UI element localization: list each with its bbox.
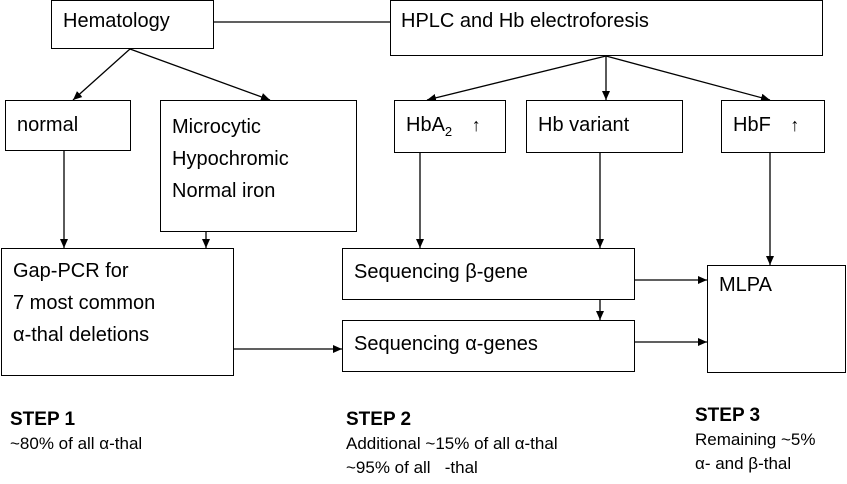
microcytic-line-1: Microcytic bbox=[172, 116, 261, 138]
hematology-label: Hematology bbox=[63, 10, 170, 32]
step-1-line-1: ~80% of all α-thal bbox=[10, 434, 143, 453]
mlpa-label: MLPA bbox=[719, 274, 772, 296]
step-2-title: STEP 2 bbox=[346, 409, 412, 430]
hb-variant-box: Hb variant bbox=[526, 100, 683, 153]
step-1-title: STEP 1 bbox=[10, 409, 76, 430]
seq-alpha-label: Sequencing α-genes bbox=[354, 333, 538, 355]
hba2-box: HbA2 ↑ bbox=[394, 100, 506, 153]
hbf-label: HbF bbox=[733, 114, 771, 136]
step-3-line-1: Remaining ~5% bbox=[695, 430, 816, 449]
up-arrow-icon: ↑ bbox=[471, 115, 481, 135]
normal-label: normal bbox=[17, 114, 79, 136]
seq-alpha-box: Sequencing α-genes bbox=[342, 320, 635, 372]
hba2-subscript: 2 bbox=[444, 124, 453, 139]
step-2-line-2: ~95% of all -thal bbox=[346, 458, 478, 477]
step-2-caption: STEP 2 Additional ~15% of all α-thal ~95… bbox=[346, 408, 558, 480]
step-3-line-2: α- and β-thal bbox=[695, 454, 792, 473]
step-2-line-1: Additional ~15% of all α-thal bbox=[346, 434, 558, 453]
hplc-box: HPLC and Hb electroforesis bbox=[390, 0, 823, 56]
hb-variant-label: Hb variant bbox=[538, 114, 630, 136]
seq-beta-box: Sequencing β-gene bbox=[342, 248, 635, 300]
gap-pcr-line-1: Gap-PCR for bbox=[13, 260, 129, 282]
mlpa-box: MLPA bbox=[707, 265, 846, 373]
hplc-label: HPLC and Hb electroforesis bbox=[401, 10, 649, 32]
normal-box: normal bbox=[5, 100, 131, 151]
step-3-caption: STEP 3 Remaining ~5% α- and β-thal bbox=[695, 404, 816, 476]
microcytic-line-2: Hypochromic bbox=[172, 148, 289, 170]
hematology-box: Hematology bbox=[51, 0, 214, 49]
step-3-title: STEP 3 bbox=[695, 405, 761, 426]
hba2-label: HbA bbox=[406, 114, 445, 136]
gap-pcr-box: Gap-PCR for 7 most common α-thal deletio… bbox=[1, 248, 234, 376]
up-arrow-icon: ↑ bbox=[790, 115, 800, 135]
gap-pcr-line-2: 7 most common bbox=[13, 292, 156, 314]
hbf-box: HbF ↑ bbox=[721, 100, 825, 153]
step-1-caption: STEP 1 ~80% of all α-thal bbox=[10, 408, 142, 456]
seq-beta-label: Sequencing β-gene bbox=[354, 261, 528, 283]
microcytic-box: Microcytic Hypochromic Normal iron bbox=[160, 100, 357, 232]
microcytic-line-3: Normal iron bbox=[172, 180, 276, 202]
gap-pcr-line-3: α-thal deletions bbox=[13, 324, 150, 346]
